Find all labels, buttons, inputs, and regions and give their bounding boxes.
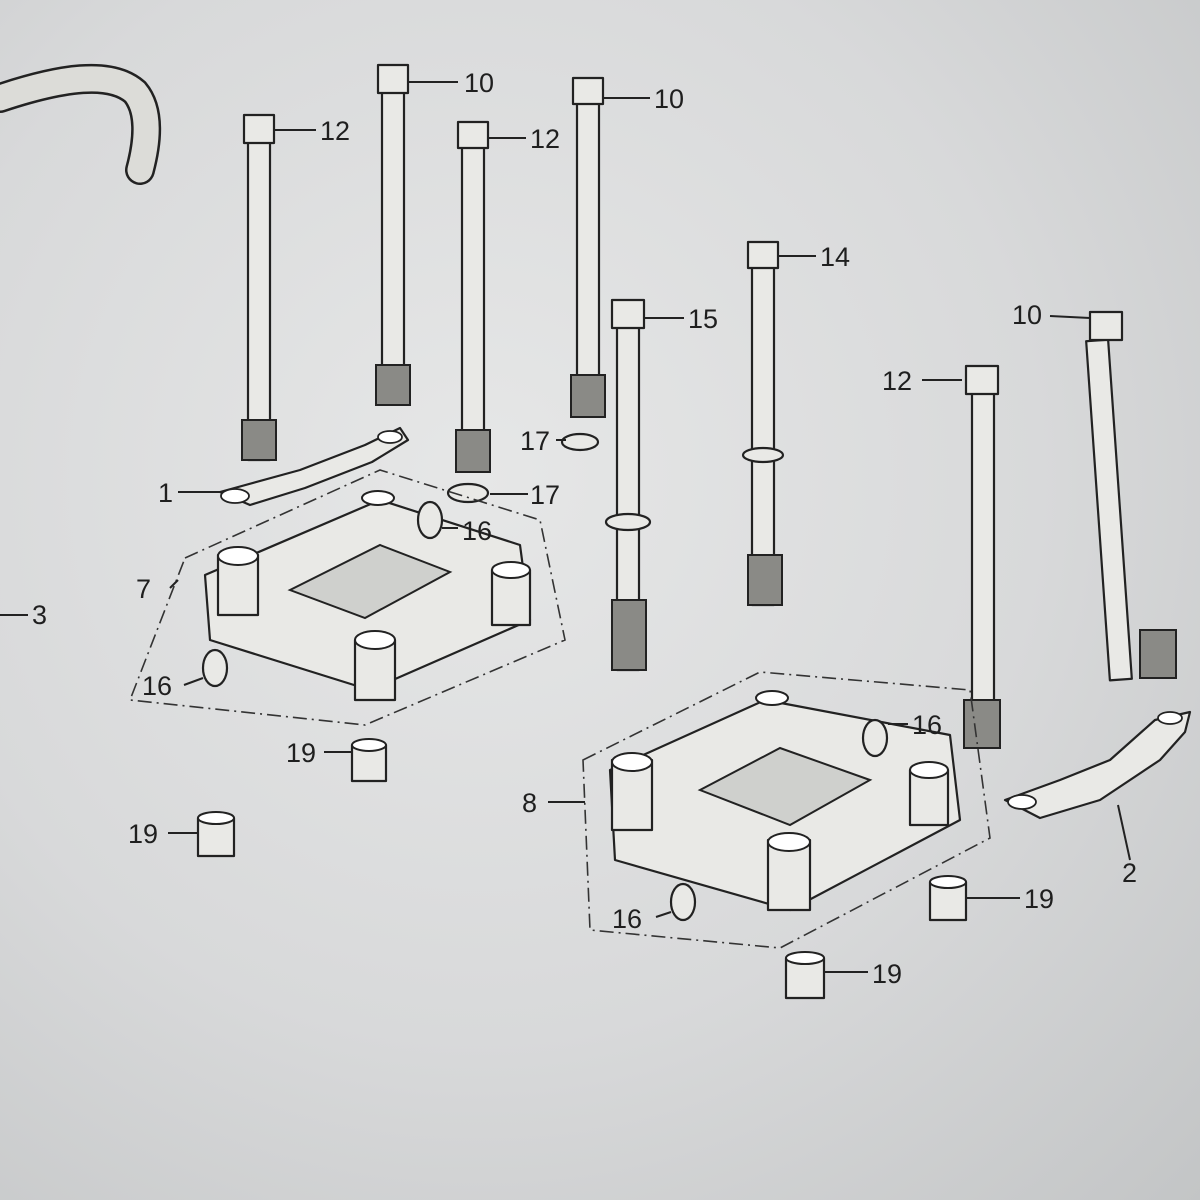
callout-12-b: 12 <box>530 124 560 154</box>
callout-3: 3 <box>32 600 47 630</box>
callout-19-d: 19 <box>872 959 902 989</box>
plate-part-1 <box>218 426 410 507</box>
rocker-housing-7 <box>128 469 566 726</box>
leader-lines <box>0 81 1131 973</box>
callout-10-a: 10 <box>464 68 494 98</box>
bolt-15 <box>604 298 652 672</box>
dowel-19-c <box>928 875 968 922</box>
callout-19-a: 19 <box>286 738 316 768</box>
callout-16-d: 16 <box>612 904 642 934</box>
washer-17-a <box>560 432 600 452</box>
callout-10-c: 10 <box>1012 300 1042 330</box>
callout-16-a: 16 <box>462 516 492 546</box>
callout-16-c: 16 <box>912 710 942 740</box>
o-ring-16-a <box>416 500 444 540</box>
callout-12-a: 12 <box>320 116 350 146</box>
callout-14: 14 <box>820 242 850 272</box>
callout-2: 2 <box>1122 858 1137 888</box>
bolt-12-a <box>241 113 277 462</box>
callout-16-b: 16 <box>142 671 172 701</box>
callout-17-a: 17 <box>520 426 550 456</box>
bolt-12-c <box>963 364 1001 749</box>
callout-7: 7 <box>136 574 151 604</box>
washer-17-b <box>446 482 490 504</box>
o-ring-16-d <box>669 882 697 922</box>
callout-12-c: 12 <box>882 366 912 396</box>
hose-part <box>0 63 162 185</box>
bolt-14 <box>741 240 785 607</box>
bolt-10-a <box>375 63 411 406</box>
dowel-19-d <box>784 951 826 1000</box>
bolt-10-b <box>570 76 606 418</box>
bolt-12-b <box>455 120 491 473</box>
dowel-19-b <box>196 811 236 858</box>
dowel-19-a <box>350 738 388 783</box>
callout-19-b: 19 <box>128 819 158 849</box>
callout-15: 15 <box>688 304 718 334</box>
bolt-10-c <box>1085 310 1177 682</box>
o-ring-16-b <box>201 648 229 688</box>
o-ring-16-c <box>861 718 889 758</box>
callout-19-c: 19 <box>1024 884 1054 914</box>
callout-17-b: 17 <box>530 480 560 510</box>
plate-part-2 <box>1003 710 1192 820</box>
callout-10-b: 10 <box>654 84 684 114</box>
callout-1: 1 <box>158 478 173 508</box>
callout-8: 8 <box>522 788 537 818</box>
